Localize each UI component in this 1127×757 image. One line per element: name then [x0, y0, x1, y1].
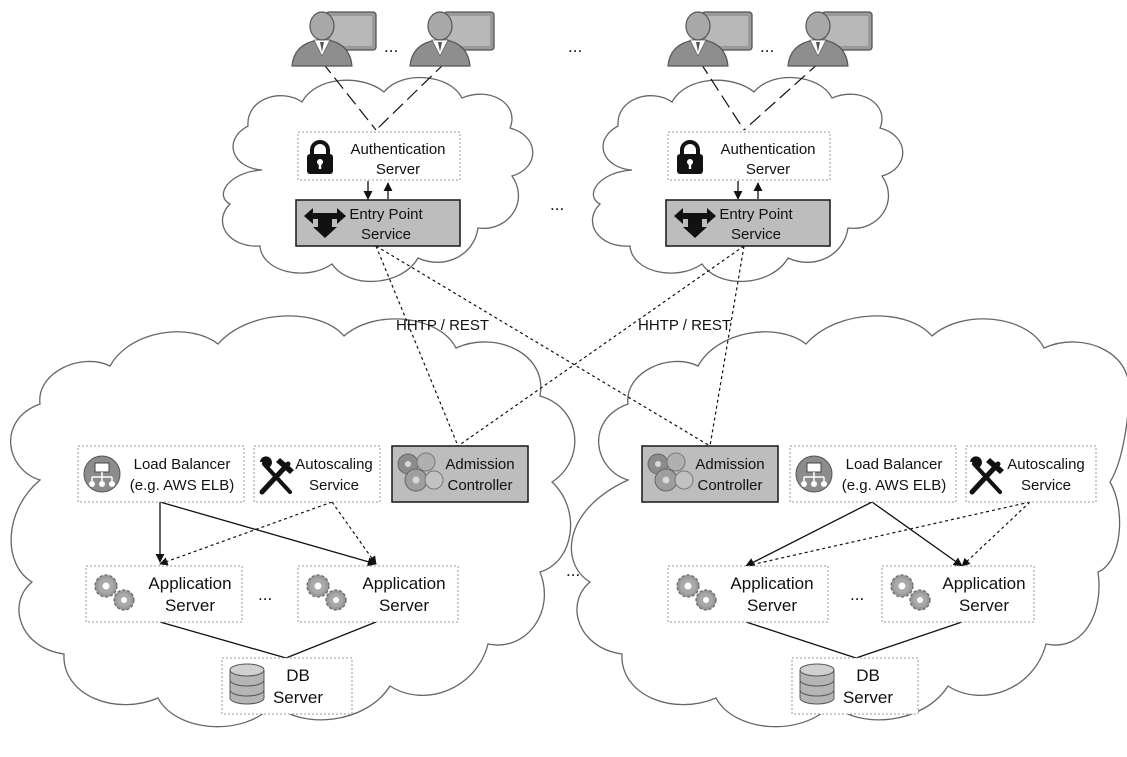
auth-label-line2: Server [746, 161, 790, 178]
user-group-right: ... [667, 11, 873, 67]
app-server-left-2: Application Server [297, 565, 459, 623]
user-group-left: ... [291, 11, 495, 67]
autoscaling-label-line1: Autoscaling [1007, 456, 1085, 473]
app-server-right-2: Application Server [881, 565, 1035, 623]
users-ellipsis: ... [760, 37, 774, 56]
datacenter-cloud-right [570, 315, 1127, 728]
load-balancer-right: Load Balancer (e.g. AWS ELB) [789, 445, 957, 503]
entry-point-service-right: Entry Point Service [665, 199, 831, 247]
protocol-label-right: HHTP / REST [638, 317, 731, 334]
datacenter-cloud-left [10, 315, 576, 728]
app-label-line1: Application [362, 574, 445, 593]
app-label-line1: Application [730, 574, 813, 593]
entry-admission-links [375, 245, 745, 447]
entry-label-line1: Entry Point [349, 206, 423, 223]
autoscaling-label-line1: Autoscaling [295, 456, 373, 473]
load-balancer-icon [795, 455, 833, 493]
entry-label-line2: Service [361, 226, 411, 243]
db-label-line1: DB [856, 666, 880, 685]
load-balancer-left: Load Balancer (e.g. AWS ELB) [77, 445, 245, 503]
entry-label-line2: Service [731, 226, 781, 243]
user-connections [321, 61, 821, 131]
auth-label-line2: Server [376, 161, 420, 178]
auth-server-left: Authentication Server [297, 131, 461, 181]
entry-label-line1: Entry Point [719, 206, 793, 223]
user-groups-ellipsis: ... [568, 37, 582, 56]
user-icon [787, 11, 873, 67]
db-label-line2: Server [273, 688, 323, 707]
app-label-line2: Server [379, 596, 429, 615]
user-icon [667, 11, 753, 67]
db-label-line1: DB [286, 666, 310, 685]
left-dc-links [155, 501, 377, 659]
app-servers-ellipsis: ... [258, 585, 272, 604]
app-label-line2: Server [165, 596, 215, 615]
app-servers-ellipsis: ... [850, 585, 864, 604]
user-icon [291, 11, 377, 67]
autoscaling-label-line2: Service [1021, 477, 1071, 494]
app-label-line2: Server [959, 596, 1009, 615]
admission-label-line2: Controller [697, 477, 762, 494]
app-label-line1: Application [148, 574, 231, 593]
user-icon [409, 11, 495, 67]
app-label-line1: Application [942, 574, 1025, 593]
admission-controller-right: Admission Controller [641, 445, 779, 503]
lb-label-line2: (e.g. AWS ELB) [842, 477, 946, 494]
app-server-right-1: Application Server [667, 565, 829, 623]
auth-server-right: Authentication Server [667, 131, 831, 181]
admission-label-line1: Admission [695, 456, 764, 473]
lb-label-line1: Load Balancer [134, 456, 231, 473]
admission-label-line2: Controller [447, 477, 512, 494]
db-server-left: DB Server [221, 657, 353, 715]
auth-label-line1: Authentication [350, 141, 445, 158]
database-icon [229, 663, 265, 705]
entry-point-service-left: Entry Point Service [295, 199, 461, 247]
auth-entry-arrows [363, 181, 763, 200]
db-label-line2: Server [843, 688, 893, 707]
load-balancer-icon [83, 455, 121, 493]
app-server-left-1: Application Server [85, 565, 243, 623]
lb-label-line2: (e.g. AWS ELB) [130, 477, 234, 494]
right-dc-links [745, 501, 1031, 659]
admission-label-line1: Admission [445, 456, 514, 473]
autoscaling-left: Autoscaling Service [253, 445, 381, 503]
edge-clouds-ellipsis: ... [550, 195, 564, 214]
db-server-right: DB Server [791, 657, 919, 715]
database-icon [799, 663, 835, 705]
admission-controller-left: Admission Controller [391, 445, 529, 503]
autoscaling-label-line2: Service [309, 477, 359, 494]
auth-label-line1: Authentication [720, 141, 815, 158]
autoscaling-right: Autoscaling Service [965, 445, 1097, 503]
protocol-label-left: HHTP / REST [396, 317, 489, 334]
datacenters-ellipsis: ... [566, 561, 580, 580]
lb-label-line1: Load Balancer [846, 456, 943, 473]
users-ellipsis: ... [384, 37, 398, 56]
app-label-line2: Server [747, 596, 797, 615]
